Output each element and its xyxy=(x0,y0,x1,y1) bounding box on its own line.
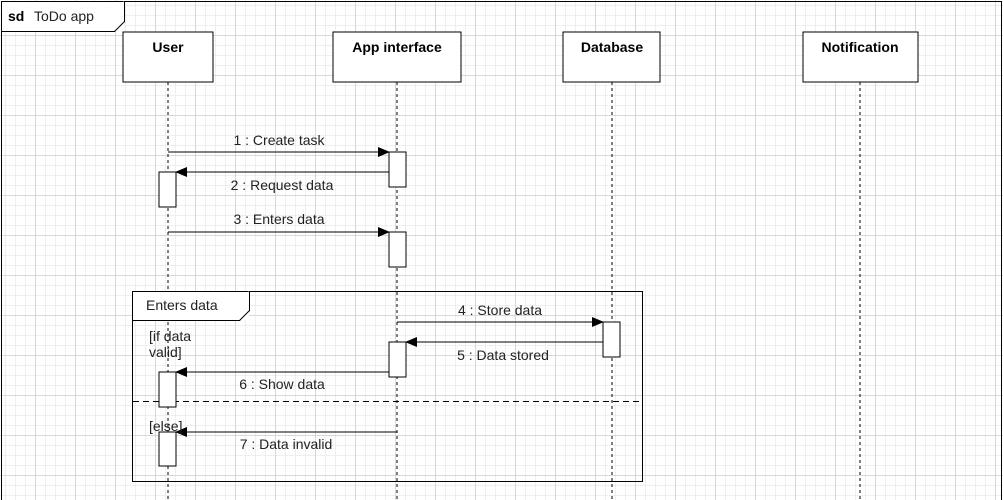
lifeline-label-database: Database xyxy=(581,39,643,55)
guard-else: [else] xyxy=(149,418,182,434)
lifeline-label-user: User xyxy=(152,39,184,55)
activation-app-2 xyxy=(388,231,407,268)
frame-title: ToDo app xyxy=(34,8,94,24)
lifeline-label-notification: Notification xyxy=(822,39,899,55)
frame-keyword: sd xyxy=(8,8,24,24)
lifeline-box-app[interactable] xyxy=(332,31,462,83)
lifeline-box-user[interactable] xyxy=(122,31,214,83)
activation-app-1 xyxy=(388,151,407,188)
activation-db-1 xyxy=(602,321,621,358)
message-label-1: 1 : Create task xyxy=(233,132,325,148)
alt-fragment-label: Enters data xyxy=(146,297,218,313)
activation-user-1 xyxy=(158,171,177,208)
lifeline-box-database[interactable] xyxy=(562,31,661,83)
activation-app-3 xyxy=(388,341,407,378)
message-label-3: 3 : Enters data xyxy=(233,211,324,227)
message-label-2: 2 : Request data xyxy=(231,177,334,193)
activation-user-3 xyxy=(158,431,177,467)
message-label-7: 7 : Data invalid xyxy=(240,436,333,452)
guard-if-line1: [if data xyxy=(149,328,191,344)
message-label-6: 6 : Show data xyxy=(239,376,325,392)
activation-user-2 xyxy=(158,371,177,408)
lifeline-label-app: App interface xyxy=(352,39,442,55)
message-label-5: 5 : Data stored xyxy=(457,347,549,363)
guard-if-line2: valid] xyxy=(149,344,182,360)
message-label-4: 4 : Store data xyxy=(458,302,542,318)
alt-fragment[interactable] xyxy=(132,291,643,482)
lifeline-box-notification[interactable] xyxy=(802,31,919,83)
